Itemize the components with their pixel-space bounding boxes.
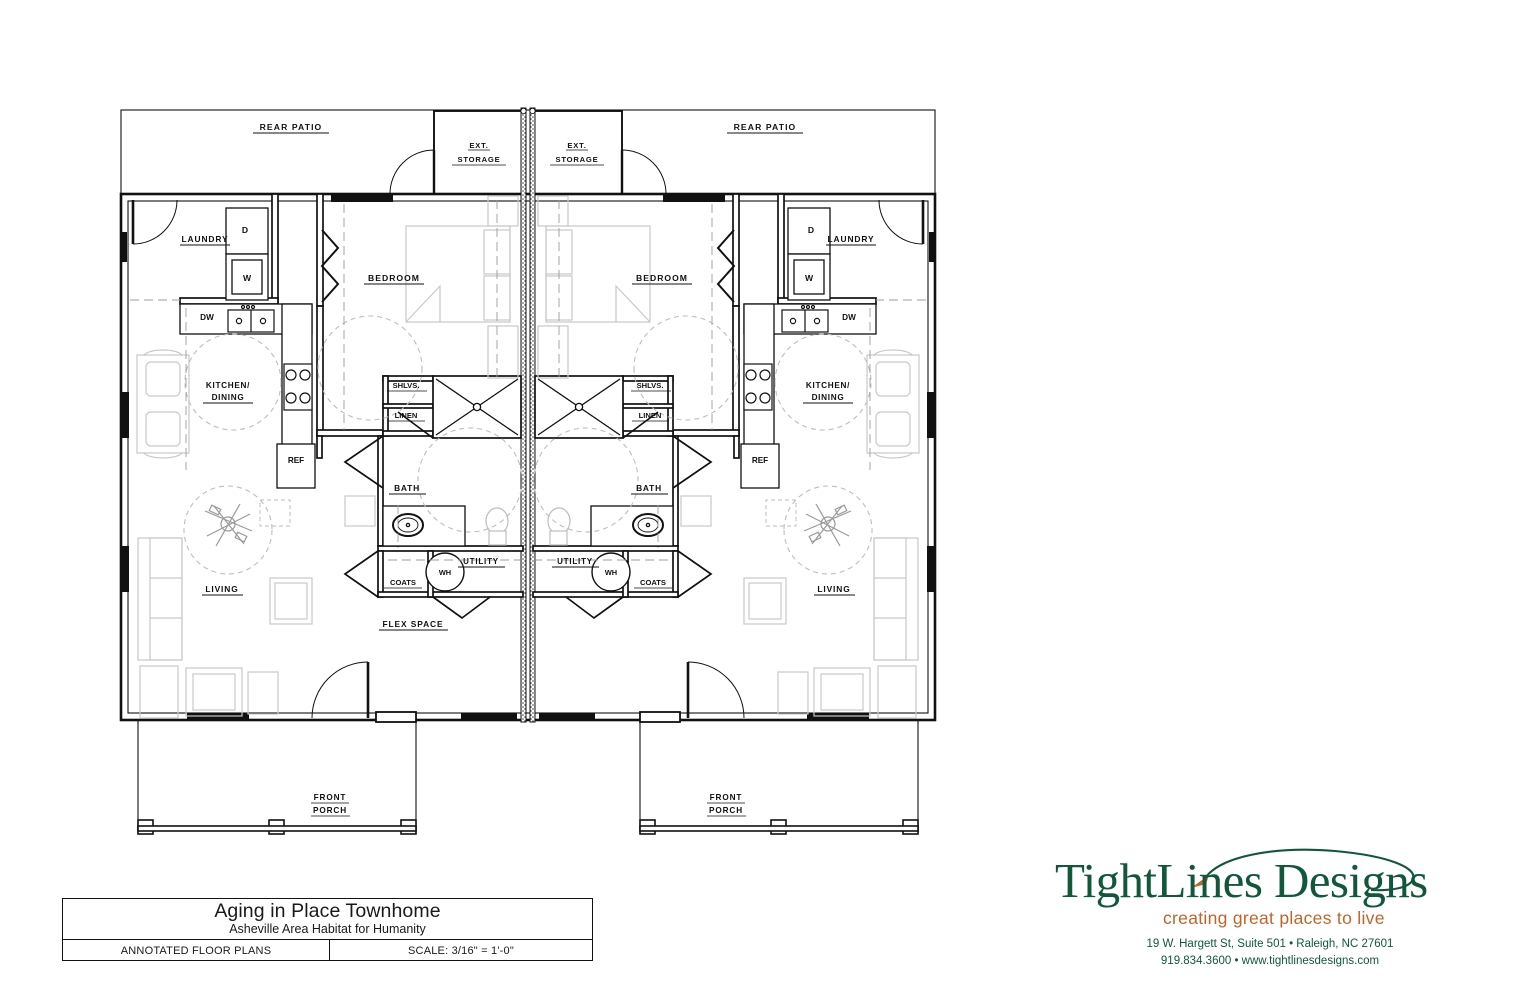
label-front-porch-left-2: PORCH [313,806,347,815]
logo-wordmark: TightLines Designs [1055,856,1428,905]
title-block-header: Aging in Place Townhome Asheville Area H… [63,899,592,940]
label-front-porch-left-1: FRONT [314,793,347,802]
label-kitchen-left-1: KITCHEN/ [206,381,250,390]
label-utility-left: UTILITY [463,557,499,566]
label-dryer-right: D [808,225,814,235]
logo-word-tight: Tight [1055,853,1157,908]
label-laundry-right: LAUNDRY [828,234,875,244]
logo-word-designs: Designs [1273,853,1428,908]
porch-posts [137,819,919,835]
label-bath-left: BATH [394,483,420,493]
range-cooktop [283,363,313,411]
label-ext-storage-left-2: STORAGE [457,155,500,164]
bath-vanity [382,505,466,547]
company-contact-info: 19 W. Hargett St, Suite 501 • Raleigh, N… [1035,936,1505,969]
sheet-name: ANNOTATED FLOOR PLANS [63,940,330,961]
label-utility-right: UTILITY [557,557,593,566]
label-water-heater-right: WH [605,568,617,577]
label-linen-right: LINEN [639,411,662,420]
company-logo-block: TightLines Designs creating great places… [1035,848,1505,974]
interior-doors [320,229,491,620]
wheelchair-icon [204,503,253,547]
label-bedroom-left: BEDROOM [368,273,420,283]
label-ext-storage-right-2: STORAGE [555,155,598,164]
label-coats-left: COATS [390,578,416,587]
label-ext-storage-right-1: EXT. [567,141,586,150]
project-client: Asheville Area Habitat for Humanity [229,922,426,937]
exterior-doors [131,149,436,719]
turning-radius-circles [183,315,523,575]
label-bedroom-right: BEDROOM [636,273,688,283]
water-heater [425,552,465,592]
label-rear-patio-left: REAR PATIO [260,122,323,132]
logo-word-lines: Lines [1156,853,1263,908]
title-block: Aging in Place Townhome Asheville Area H… [62,898,593,961]
label-dishwasher-right: DW [842,313,856,322]
company-phone-web: 919.834.3600 • www.tightlinesdesigns.com [1160,954,1380,967]
toilet [485,507,509,546]
label-washer-left: W [243,273,252,283]
label-front-porch-right-1: FRONT [710,793,743,802]
room-label-group-right: REAR PATIO EXT. STORAGE LAUNDRY D W BEDR… [550,122,876,817]
unit-right [532,149,934,720]
label-washer-right: W [805,273,814,283]
swoosh-icon [1191,848,1415,892]
label-shelves-right: SHLVS. [637,381,664,390]
shower-stall [435,378,519,436]
logo-mark: TightLines Designs creating great places… [1035,848,1505,928]
label-shelves-left: SHLVS. [393,381,420,390]
label-dishwasher-left: DW [200,313,214,322]
ext-storage-rooms [433,110,623,195]
label-living-right: LIVING [817,584,850,594]
label-laundry-left: LAUNDRY [182,234,229,244]
label-rear-patio-right: REAR PATIO [734,122,797,132]
title-block-footer: ANNOTATED FLOOR PLANS SCALE: 3/16" = 1'-… [63,940,592,961]
label-kitchen-right-2: DINING [812,393,845,402]
logo-tagline: creating great places to live [1163,908,1385,928]
label-dryer-left: D [242,225,248,235]
laundry-appliances [225,207,269,301]
label-coats-right: COATS [640,578,666,587]
label-kitchen-right-1: KITCHEN/ [806,381,850,390]
label-linen-left: LINEN [395,411,418,420]
unit-left: REAR PATIO EXT. STORAGE LAUNDRY D W BEDR… [122,122,524,817]
label-front-porch-right-2: PORCH [709,806,743,815]
room-label-group-left: REAR PATIO EXT. STORAGE LAUNDRY D W BEDR… [180,122,506,817]
label-bath-right: BATH [636,483,662,493]
label-flex-space: FLEX SPACE [383,619,444,629]
label-kitchen-left-2: DINING [212,393,245,402]
label-refrigerator-left: REF [288,456,304,465]
label-ext-storage-left-1: EXT. [469,141,488,150]
drawing-scale: SCALE: 3/16" = 1'-0" [408,944,514,957]
reference-lines [130,200,520,561]
company-address: 19 W. Hargett St, Suite 501 • Raleigh, N… [1146,938,1394,950]
label-refrigerator-right: REF [752,456,768,465]
label-living-left: LIVING [205,584,238,594]
porch-thresholds [375,711,681,723]
project-title: Aging in Place Townhome [214,899,441,922]
kitchen-sink [227,304,275,333]
label-water-heater-left: WH [439,568,451,577]
